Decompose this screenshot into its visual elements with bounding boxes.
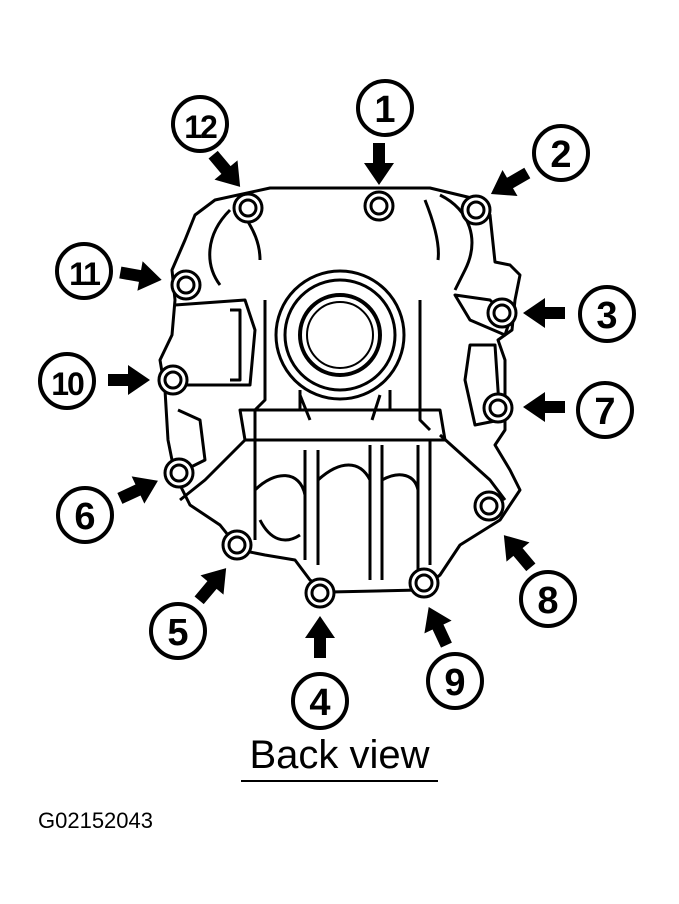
callout-8: 8 bbox=[519, 570, 577, 628]
bolt-4 bbox=[304, 577, 336, 609]
arrow-9 bbox=[415, 600, 461, 652]
callout-10: 10 bbox=[38, 352, 96, 410]
arrow-3 bbox=[523, 298, 565, 328]
arrow-1 bbox=[364, 143, 394, 185]
bolt-holes bbox=[157, 190, 518, 609]
callout-4-label: 4 bbox=[309, 682, 330, 724]
bolt-3 bbox=[486, 297, 518, 329]
arrow-10 bbox=[108, 365, 150, 395]
caption: Back view bbox=[0, 733, 679, 782]
figure-id: G02152043 bbox=[38, 808, 153, 833]
bolt-5 bbox=[221, 529, 253, 561]
callout-1-label: 1 bbox=[374, 89, 395, 131]
callout-1: 1 bbox=[356, 79, 414, 137]
arrow-6 bbox=[113, 467, 165, 513]
bolt-9 bbox=[408, 567, 440, 599]
bearing-boss bbox=[274, 269, 406, 421]
arrow-7 bbox=[523, 392, 565, 422]
bolt-11 bbox=[170, 269, 202, 301]
bolt-10 bbox=[157, 364, 189, 396]
callout-7-label: 7 bbox=[594, 391, 615, 433]
callout-6: 6 bbox=[56, 486, 114, 544]
callout-2-label: 2 bbox=[550, 134, 571, 176]
bolt-6 bbox=[163, 457, 195, 489]
callout-5-label: 5 bbox=[167, 612, 188, 654]
callout-2: 2 bbox=[532, 124, 590, 182]
arrow-5 bbox=[187, 558, 238, 610]
arrow-4 bbox=[305, 616, 335, 658]
caption-text: Back view bbox=[241, 733, 438, 782]
bolt-12 bbox=[232, 192, 264, 224]
callout-7: 7 bbox=[576, 381, 634, 439]
bolt-1 bbox=[363, 190, 395, 222]
callout-9-label: 9 bbox=[444, 662, 465, 704]
callout-3: 3 bbox=[578, 285, 636, 343]
callout-8-label: 8 bbox=[537, 580, 558, 622]
callout-6-label: 6 bbox=[74, 496, 95, 538]
callout-3-label: 3 bbox=[596, 295, 617, 337]
callout-5: 5 bbox=[149, 602, 207, 660]
arrow-2 bbox=[483, 160, 535, 207]
callout-12: 12 bbox=[171, 95, 229, 153]
bolt-2 bbox=[460, 194, 492, 226]
callout-4: 4 bbox=[291, 672, 349, 730]
callout-9: 9 bbox=[426, 652, 484, 710]
callout-11-label: 11 bbox=[69, 256, 100, 292]
callout-11: 11 bbox=[55, 242, 113, 300]
arrow-12 bbox=[201, 145, 252, 197]
bolt-7 bbox=[482, 392, 514, 424]
arrow-8 bbox=[492, 525, 543, 577]
arrow-11 bbox=[117, 257, 165, 295]
housing-body bbox=[158, 186, 522, 594]
callout-10-label: 10 bbox=[51, 366, 84, 402]
callouts: 1 2 3 4 5 6 7 8 bbox=[38, 79, 636, 730]
bolt-8 bbox=[473, 490, 505, 522]
callout-12-label: 12 bbox=[184, 109, 217, 145]
